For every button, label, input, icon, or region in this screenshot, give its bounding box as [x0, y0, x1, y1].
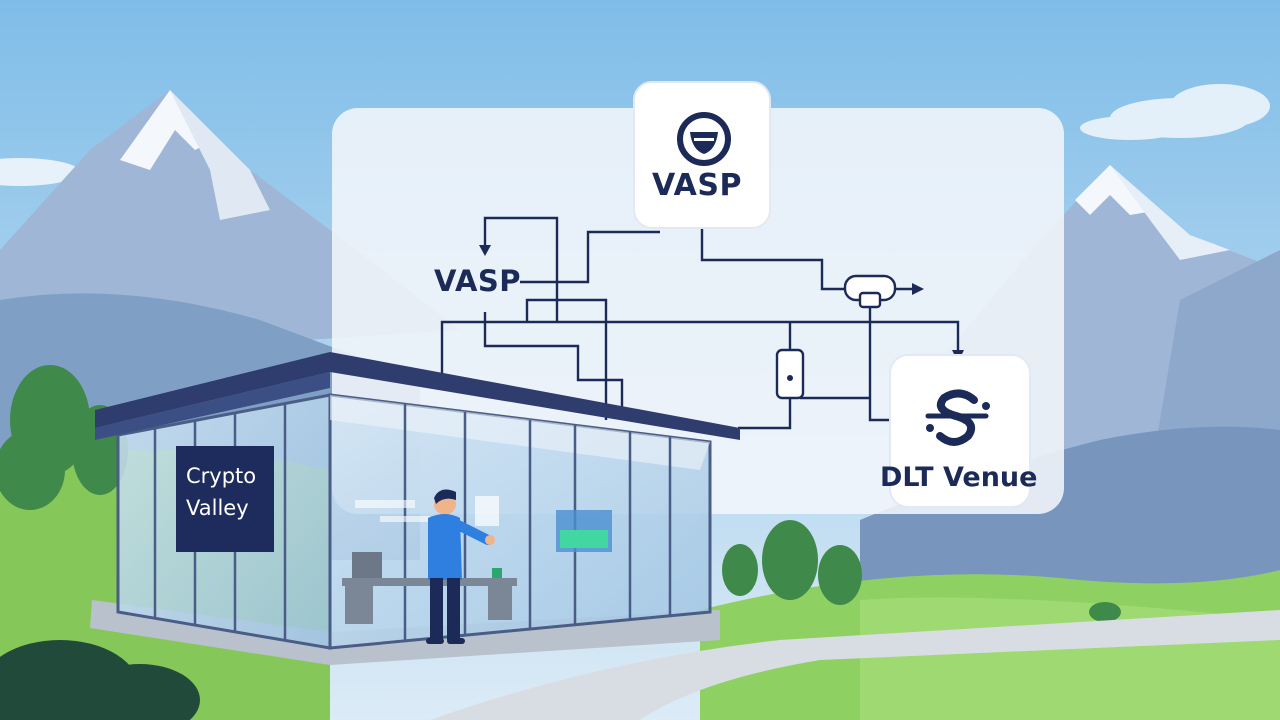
footpath [430, 610, 1280, 720]
bushes [0, 640, 200, 720]
dlt-dot-right [982, 402, 990, 410]
vasp-shield-icon [677, 112, 731, 166]
connector-device-icon [775, 348, 805, 400]
vasp-top-label: VASP [652, 168, 742, 203]
person-figure [426, 489, 495, 644]
sign-line-1: Crypto [186, 464, 257, 488]
dlt-dot-left [926, 424, 934, 432]
diagram-panel [332, 108, 1064, 514]
vasp-left-label: VASP [434, 264, 522, 298]
vasp-top-card [633, 81, 771, 229]
connector-device-dot [787, 375, 793, 381]
glass-building [90, 352, 740, 665]
dlt-venue-label: DLT Venue [880, 462, 1038, 493]
diagram-connectors [440, 216, 960, 430]
dlt-card [889, 354, 1031, 508]
dlt-s-icon [925, 389, 989, 446]
connector-node-base [858, 291, 882, 309]
clouds [0, 84, 1270, 186]
crypto-valley-sign: Crypto Valley [176, 446, 274, 552]
sign-line-2: Valley [186, 496, 249, 520]
